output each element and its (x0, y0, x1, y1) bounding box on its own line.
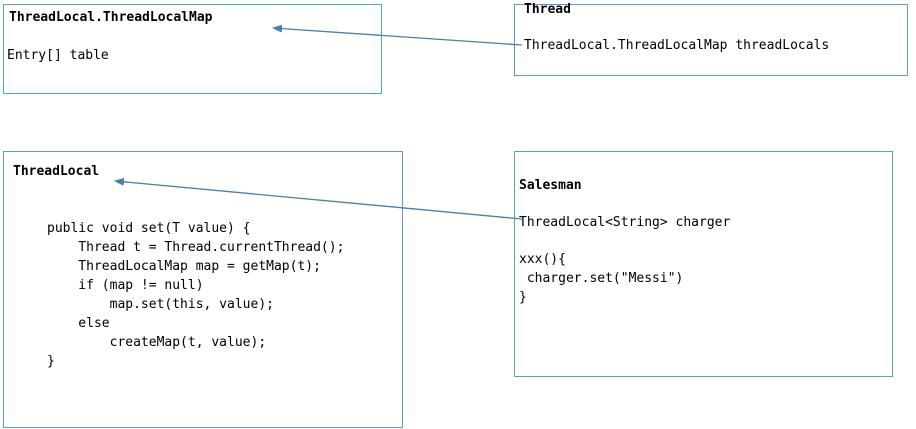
threadlocal-code-line: else (47, 316, 110, 331)
threadlocal-code-line: createMap(t, value); (47, 335, 267, 350)
thread-field-threadlocals: ThreadLocal.ThreadLocalMap threadLocals (524, 38, 830, 53)
salesman-code-line: charger.set("Messi") (519, 271, 684, 286)
salesman-code-line: xxx(){ (519, 252, 566, 267)
thread-title: Thread (524, 2, 571, 17)
threadlocalmap-box: ThreadLocal.ThreadLocalMap Entry[] table (3, 4, 382, 94)
threadlocalmap-title: ThreadLocal.ThreadLocalMap (9, 10, 213, 25)
threadlocal-box: ThreadLocal public void set(T value) { T… (3, 151, 403, 428)
salesman-code-line: } (519, 290, 527, 305)
salesman-title: Salesman (519, 178, 582, 193)
thread-box: Thread ThreadLocal.ThreadLocalMap thread… (514, 2, 908, 76)
salesman-field-charger: ThreadLocal<String> charger (519, 215, 731, 230)
threadlocal-title: ThreadLocal (13, 164, 100, 179)
threadlocal-code-line: } (47, 354, 55, 369)
threadlocalmap-field-table: Entry[] table (7, 48, 109, 63)
threadlocal-code-line: if (map != null) (47, 278, 204, 293)
threadlocal-code-line: Thread t = Thread.currentThread(); (47, 240, 345, 255)
threadlocal-code-line: map.set(this, value); (47, 297, 274, 312)
threadlocal-code-line: ThreadLocalMap map = getMap(t); (47, 259, 321, 274)
threadlocal-code-line: public void set(T value) { (47, 221, 251, 236)
salesman-box: Salesman ThreadLocal<String> charger xxx… (514, 151, 893, 377)
